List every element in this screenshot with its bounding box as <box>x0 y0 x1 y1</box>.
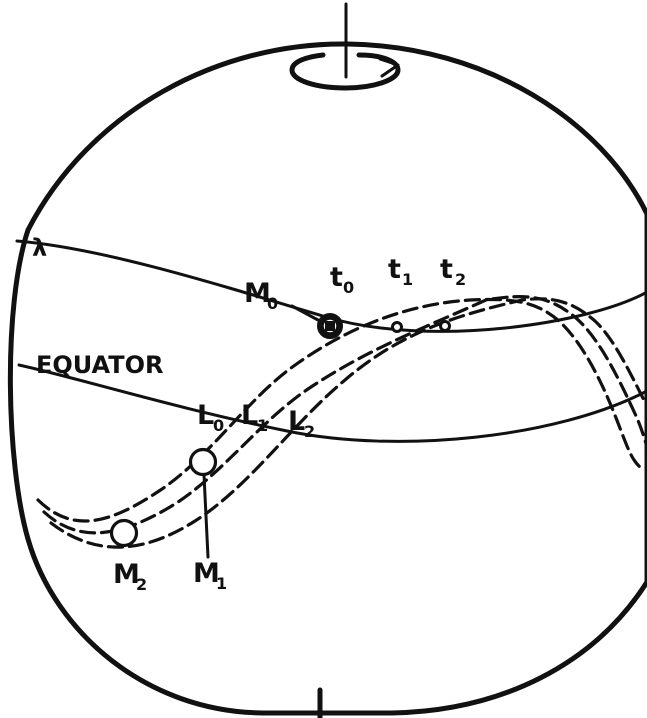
t0-label-base: t <box>330 262 343 293</box>
rotation-arrow-head <box>378 57 400 78</box>
trajectory-l0 <box>36 297 642 523</box>
equator-label: EQUATOR <box>36 351 164 379</box>
t1-label-sub: 1 <box>402 270 413 289</box>
orbit-markers <box>109 304 451 559</box>
t2-marker <box>439 320 451 332</box>
trajectory-l2 <box>49 297 647 549</box>
t0-label-sub: 0 <box>343 278 354 297</box>
l0-label-base: L <box>197 400 214 431</box>
m2-label-sub: 2 <box>136 575 147 594</box>
dashed-trajectories <box>36 295 647 549</box>
trajectory-l1 <box>42 295 647 535</box>
rotation-axis-top <box>289 2 401 91</box>
t2-label-sub: 2 <box>455 270 466 289</box>
m1-label-base: M <box>193 558 220 589</box>
globe: λ EQUATOR M 0 t 0 t 1 t 2 L 0 L 1 L 2 M … <box>7 2 647 718</box>
m1-pointer <box>202 473 210 559</box>
l1-label-base: L <box>241 400 258 431</box>
m0-label-base: M <box>244 278 271 309</box>
equator-line <box>17 363 647 443</box>
l2-label-base: L <box>288 406 305 437</box>
labels: λ EQUATOR M 0 t 0 t 1 t 2 L 0 L 1 L 2 M … <box>32 234 466 594</box>
l1-label-sub: 1 <box>257 416 268 435</box>
t2-label-base: t <box>440 254 453 285</box>
l2-label-sub: 2 <box>304 422 315 441</box>
t1-label-base: t <box>388 254 401 285</box>
globe-outline <box>7 41 647 716</box>
lambda-label: λ <box>32 234 47 262</box>
m0-marker-core <box>325 321 335 331</box>
m2-marker <box>109 518 139 548</box>
m2-label-base: M <box>113 559 140 590</box>
t1-marker <box>391 321 403 333</box>
m0-pointer <box>290 304 320 322</box>
m1-marker <box>188 447 218 477</box>
l0-label-sub: 0 <box>213 416 224 435</box>
m0-label-sub: 0 <box>267 294 278 313</box>
m1-label-sub: 1 <box>216 574 227 593</box>
